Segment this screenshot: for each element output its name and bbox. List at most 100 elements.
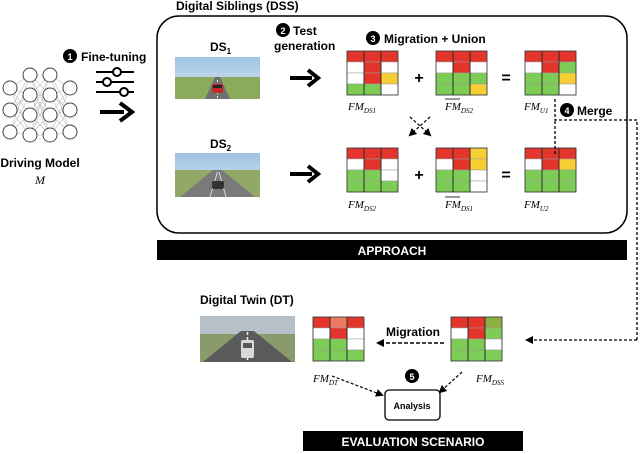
feature-map-cell: [467, 349, 486, 362]
feature-map-cell: [346, 349, 365, 362]
feature-map-cell: [329, 327, 348, 340]
feature-map-cell: [329, 338, 348, 351]
feature-map-cell: [484, 338, 503, 351]
feature-map-cell: [435, 61, 454, 74]
nn-node: [22, 127, 38, 143]
feature-map-cell: [558, 158, 577, 171]
feature-map-cell: [435, 147, 454, 160]
nn-node: [2, 80, 18, 96]
nn-node: [62, 102, 78, 118]
approach-banner: [157, 240, 627, 260]
feature-map-cell: [363, 169, 382, 182]
feature-map-cell: [450, 327, 469, 340]
feature-map-cell: [524, 147, 543, 160]
feature-map-cell: [329, 349, 348, 362]
feature-map-cell: [346, 72, 365, 85]
nn-node: [2, 124, 18, 140]
fm-u2-label: FMU2: [523, 199, 549, 213]
feature-map-cell: [435, 180, 454, 193]
feature-map-cell: [558, 50, 577, 63]
feature-map-cell: [541, 169, 560, 182]
step-3-label: Migration + Union: [384, 32, 486, 46]
step-1-label: Fine-tuning: [81, 50, 146, 64]
feature-map-cell: [558, 169, 577, 182]
feature-map-cell: [312, 338, 331, 351]
feature-map-cell: [558, 147, 577, 160]
step-4-label: Merge: [577, 104, 613, 118]
fine-tune-arrow-icon: [100, 101, 136, 123]
nn-node: [22, 87, 38, 103]
fm-dt-label: FMDT: [312, 373, 339, 387]
analysis-label: Analysis: [393, 401, 430, 411]
nn-node: [22, 107, 38, 123]
feature-map-cell: [558, 180, 577, 193]
feature-map-cell: [363, 72, 382, 85]
feature-map-fm-bar-ds2: [435, 50, 488, 96]
test-gen-arrow-2: [290, 164, 322, 184]
step-2-label-line2: generation: [274, 39, 335, 53]
feature-map-cell: [524, 180, 543, 193]
svg-text:5: 5: [409, 372, 414, 382]
feature-map-cell: [452, 83, 471, 96]
feature-map-cell: [380, 180, 399, 193]
driving-model-label: Driving Model: [0, 156, 79, 170]
feature-map-cell: [524, 50, 543, 63]
svg-text:1: 1: [67, 52, 72, 62]
evaluation-banner: [303, 431, 523, 451]
step-4-badge: [560, 103, 574, 117]
fm-ds1-label: FMDS1: [347, 101, 376, 115]
feature-map-cell: [452, 147, 471, 160]
feature-map-fm-u2: [524, 147, 577, 193]
sliders-icon: [96, 67, 134, 97]
feature-map-cell: [469, 158, 488, 171]
feature-map-cell: [469, 180, 488, 193]
feature-map-cell: [435, 169, 454, 182]
feature-map-cell: [346, 169, 365, 182]
fm-bar-ds2-label: FMDS2: [444, 101, 473, 115]
ds2-sim-image: [175, 153, 260, 198]
plus-sign-2: +: [414, 167, 423, 184]
svg-text:4: 4: [564, 106, 569, 116]
step-3-badge: [366, 31, 380, 45]
feature-map-cell: [541, 72, 560, 85]
feature-map-cell: [469, 83, 488, 96]
feature-map-cell: [469, 50, 488, 63]
nn-node: [62, 80, 78, 96]
feature-map-fm-u1: [524, 50, 577, 96]
plus-sign-1: +: [414, 70, 423, 87]
feature-map-cell: [469, 61, 488, 74]
feature-map-cell: [450, 338, 469, 351]
feature-map-fm-dss: [450, 316, 503, 362]
feature-map-cell: [469, 72, 488, 85]
feature-map-cell: [541, 147, 560, 160]
feature-map-fm-bar-ds1: [435, 147, 488, 193]
feature-map-cell: [380, 61, 399, 74]
feature-map-cell: [452, 180, 471, 193]
fm-u1-label: FMU1: [523, 101, 548, 115]
feature-map-cell: [380, 169, 399, 182]
feature-map-cell: [435, 50, 454, 63]
feature-map-cell: [363, 147, 382, 160]
nn-node: [2, 102, 18, 118]
feature-map-cell: [541, 83, 560, 96]
feature-map-cell: [363, 158, 382, 171]
feature-map-cell: [346, 50, 365, 63]
feature-map-cell: [450, 349, 469, 362]
feature-map-cell: [380, 50, 399, 63]
feature-map-cell: [312, 327, 331, 340]
feature-map-cell: [524, 83, 543, 96]
feature-map-cell: [363, 61, 382, 74]
feature-map-cell: [363, 83, 382, 96]
ds2-label: DS2: [210, 137, 232, 153]
feature-map-cell: [435, 83, 454, 96]
feature-map-cell: [452, 61, 471, 74]
svg-text:2: 2: [280, 26, 285, 36]
nn-node: [22, 67, 38, 83]
feature-map-cell: [558, 83, 577, 96]
feature-map-cell: [450, 316, 469, 329]
nn-node: [42, 127, 58, 143]
step-2-badge: [276, 23, 290, 37]
feature-map-cell: [312, 316, 331, 329]
feature-map-cell: [452, 72, 471, 85]
feature-map-cell: [452, 169, 471, 182]
